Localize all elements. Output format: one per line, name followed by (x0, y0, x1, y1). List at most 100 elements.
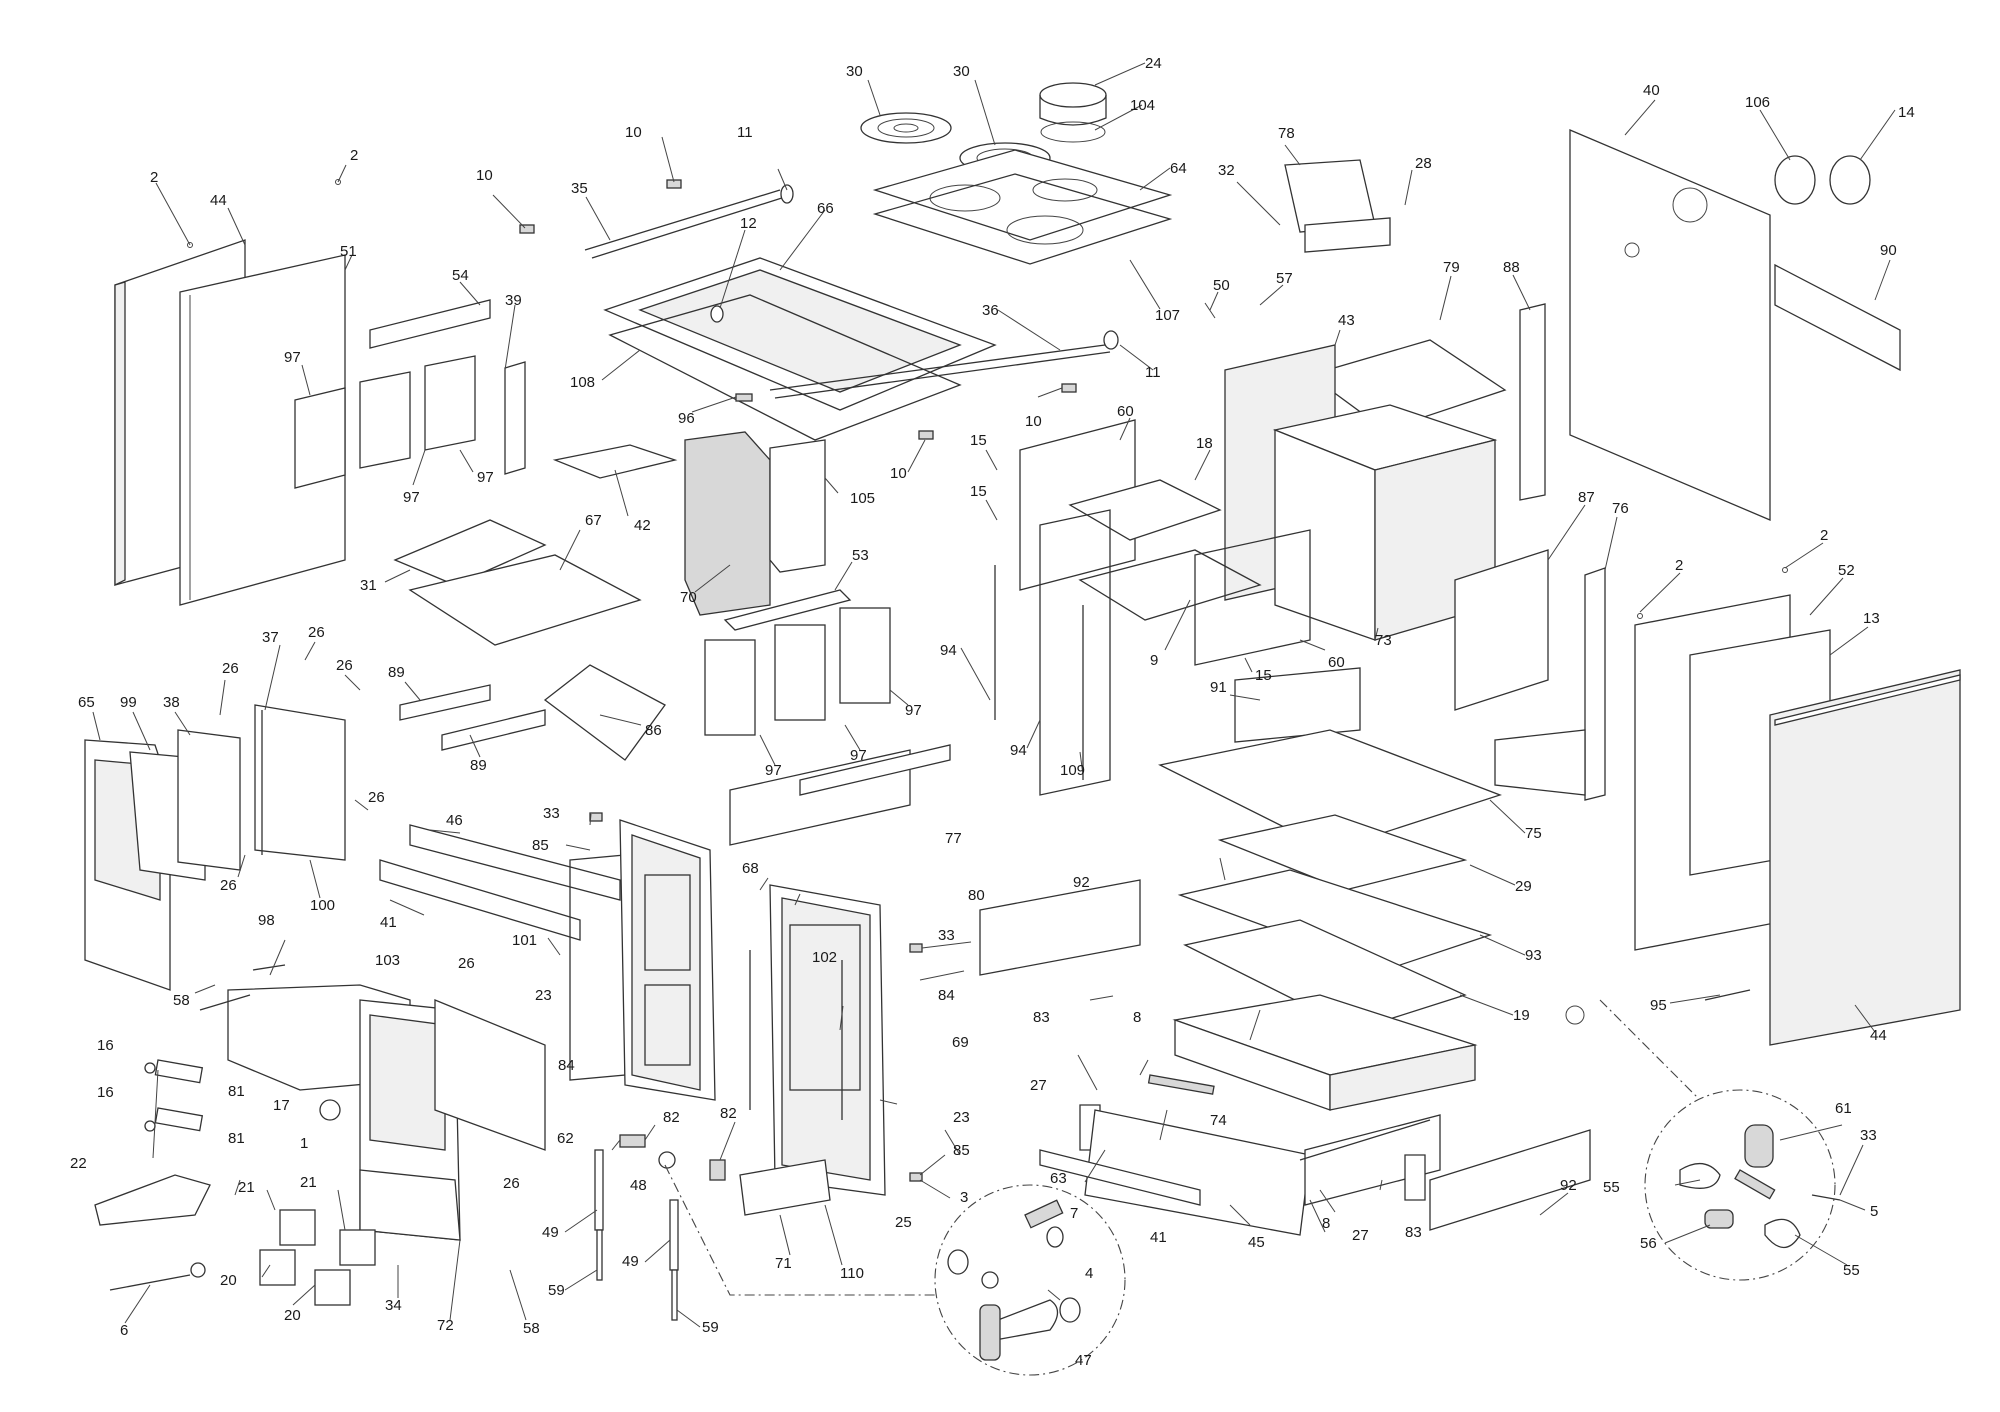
callout-26-f: 26 (458, 955, 475, 972)
callout-69: 69 (952, 1034, 969, 1051)
callout-39: 39 (505, 292, 522, 309)
callout-59-a: 59 (548, 1282, 565, 1299)
callout-64: 64 (1170, 160, 1187, 177)
callout-16-a: 16 (97, 1037, 114, 1054)
callout-89-a: 89 (388, 664, 405, 681)
callout-54: 54 (452, 267, 469, 284)
callout-58-b: 58 (523, 1320, 540, 1337)
callout-70: 70 (680, 589, 697, 606)
callout-50: 50 (1213, 277, 1230, 294)
callout-75: 75 (1525, 825, 1542, 842)
callout-48: 48 (630, 1177, 647, 1194)
callout-106: 106 (1745, 94, 1770, 111)
callout-74: 74 (1210, 1112, 1227, 1129)
callout-85-a: 85 (532, 837, 549, 854)
callout-26-b: 26 (308, 624, 325, 641)
callout-26-a: 26 (222, 660, 239, 677)
callout-42: 42 (634, 517, 651, 534)
callout-44-a: 44 (210, 192, 227, 209)
callout-23-a: 23 (535, 987, 552, 1004)
callout-81-a: 81 (228, 1083, 245, 1100)
callout-5: 5 (1870, 1203, 1878, 1220)
callout-8-a: 8 (1133, 1009, 1141, 1026)
callout-73: 73 (1375, 632, 1392, 649)
callout-41-a: 41 (380, 914, 397, 931)
callout-60-b: 60 (1328, 654, 1345, 671)
callout-97-a: 97 (284, 349, 301, 366)
hinge-parts (589, 812, 923, 1321)
callout-109: 109 (1060, 762, 1085, 779)
callout-38: 38 (163, 694, 180, 711)
callout-37: 37 (262, 629, 279, 646)
hob-top-assembly (519, 82, 1173, 441)
callout-2-b: 2 (350, 147, 358, 164)
callout-40: 40 (1643, 82, 1660, 99)
callout-labels: 2 44 2 51 10 54 39 97 97 97 10 11 35 12 … (70, 55, 1915, 1369)
callout-13: 13 (1863, 610, 1880, 627)
callout-30-b: 30 (953, 63, 970, 80)
callout-44-b: 44 (1870, 1027, 1887, 1044)
callout-6: 6 (120, 1322, 128, 1339)
callout-85-b: 85 (953, 1142, 970, 1159)
callout-26-g: 26 (503, 1175, 520, 1192)
callout-103: 103 (375, 952, 400, 969)
callout-36: 36 (982, 302, 999, 319)
callout-28: 28 (1415, 155, 1432, 172)
callout-59-b: 59 (702, 1319, 719, 1336)
callout-93: 93 (1525, 947, 1542, 964)
callout-76: 76 (1612, 500, 1629, 517)
callout-35: 35 (571, 180, 588, 197)
callout-34: 34 (385, 1297, 402, 1314)
callout-88: 88 (1503, 259, 1520, 276)
callout-51: 51 (340, 243, 357, 260)
callout-3: 3 (960, 1189, 968, 1206)
callout-11-a: 11 (737, 124, 753, 141)
door-assemblies (379, 744, 951, 1216)
callout-26-e: 26 (220, 877, 237, 894)
callout-43: 43 (1338, 312, 1355, 329)
callout-24: 24 (1145, 55, 1162, 72)
callout-94-b: 94 (1010, 742, 1027, 759)
callout-46: 46 (446, 812, 463, 829)
firebox-assembly (393, 431, 891, 761)
callout-2-a: 2 (150, 169, 158, 186)
callout-11-b: 11 (1145, 364, 1161, 381)
callout-110: 110 (840, 1265, 864, 1282)
callout-55-a: 55 (1603, 1179, 1620, 1196)
callout-83-b: 83 (1405, 1224, 1422, 1241)
callout-33-a: 33 (543, 805, 560, 822)
callout-98: 98 (258, 912, 275, 929)
callout-102: 102 (812, 949, 837, 966)
callout-17: 17 (273, 1097, 290, 1114)
callout-53: 53 (852, 547, 869, 564)
callout-57: 57 (1276, 270, 1293, 287)
callout-33-c: 33 (1860, 1127, 1877, 1144)
callout-10-d: 10 (890, 465, 907, 482)
callout-56: 56 (1640, 1235, 1657, 1252)
callout-60-a: 60 (1117, 403, 1134, 420)
callout-67: 67 (585, 512, 602, 529)
callout-97-c: 97 (477, 469, 494, 486)
callout-23-b: 23 (953, 1109, 970, 1126)
callout-97-d: 97 (765, 762, 782, 779)
callout-47: 47 (1075, 1352, 1092, 1369)
callout-83-a: 83 (1033, 1009, 1050, 1026)
callout-27-b: 27 (1352, 1227, 1369, 1244)
callout-26-d: 26 (368, 789, 385, 806)
callout-45: 45 (1248, 1234, 1265, 1251)
callout-84-a: 84 (558, 1057, 575, 1074)
callout-62: 62 (557, 1130, 574, 1147)
callout-105: 105 (850, 490, 875, 507)
callout-15-c: 15 (1255, 667, 1272, 684)
callout-32: 32 (1218, 162, 1235, 179)
callout-71: 71 (775, 1255, 792, 1272)
callout-15-b: 15 (970, 483, 987, 500)
callout-97-e: 97 (850, 747, 867, 764)
callout-14: 14 (1898, 104, 1915, 121)
callout-58-a: 58 (173, 992, 190, 1009)
callout-68: 68 (742, 860, 759, 877)
latch-detail-callout (1565, 999, 1841, 1281)
callout-49-b: 49 (622, 1253, 639, 1270)
callout-82-a: 82 (663, 1109, 680, 1126)
